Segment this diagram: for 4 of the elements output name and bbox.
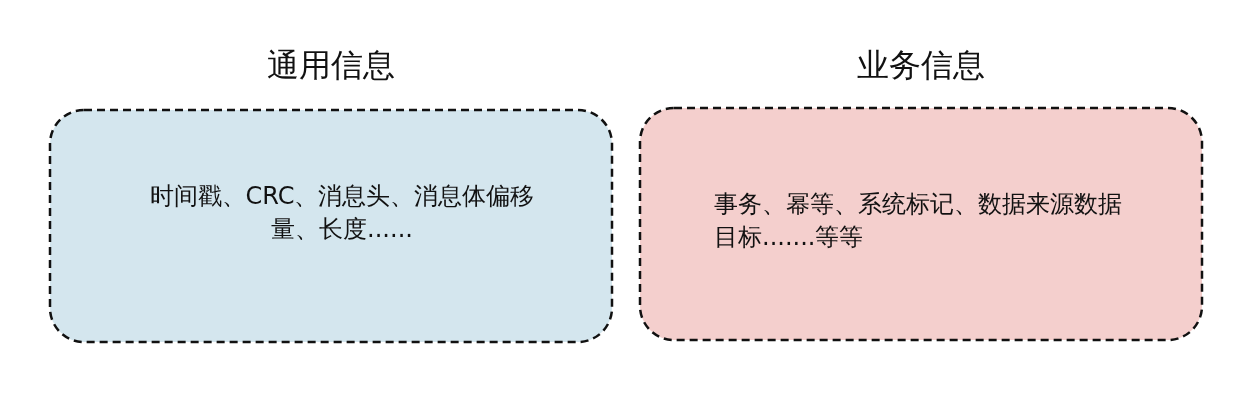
section-heading: 通用信息 xyxy=(267,45,395,86)
info-text: 事务、幂等、系统标记、数据来源数据目标.......等等 xyxy=(714,189,1123,254)
section-heading: 业务信息 xyxy=(857,45,985,86)
info-text: 时间戳、CRC、消息头、消息体偏移量、长度...... xyxy=(148,181,536,246)
